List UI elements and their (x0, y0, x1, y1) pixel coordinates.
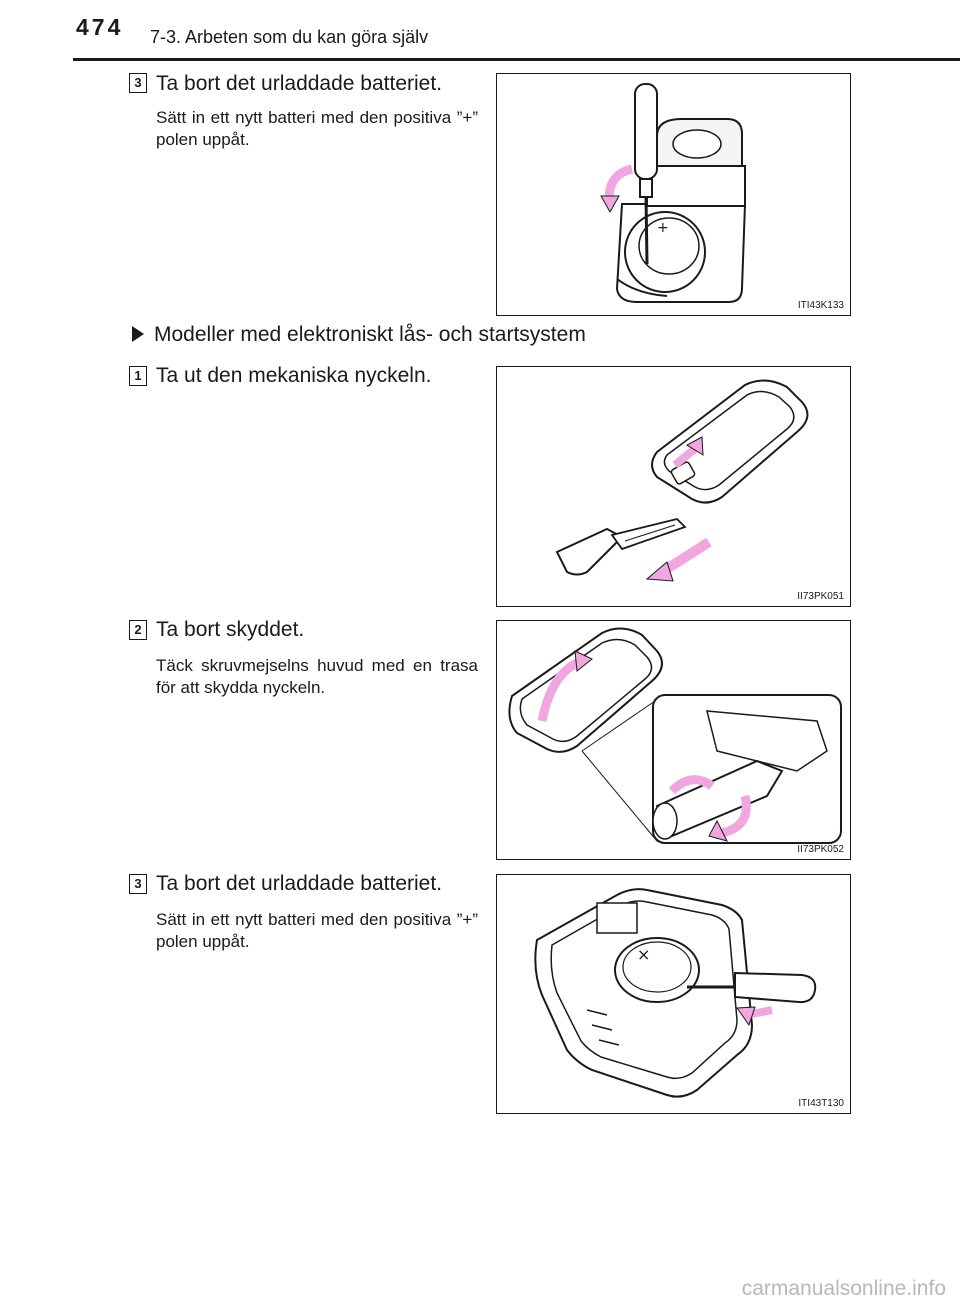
step-number-badge: 1 (129, 366, 147, 386)
section-title: 7-3. Arbeten som du kan göra själv (150, 27, 429, 47)
svg-text:×: × (637, 945, 650, 964)
svg-text:+: + (657, 220, 669, 236)
step-title: Ta bort det urladdade batteriet. (156, 872, 443, 895)
step-number-badge: 2 (129, 620, 147, 640)
figure-code: II73PK051 (797, 591, 844, 602)
page-number: 474 (76, 14, 124, 40)
triangle-bullet-icon (132, 326, 144, 342)
figure-code: II73PK052 (797, 844, 844, 855)
step-note: Sätt in ett nytt batteri med den positiv… (156, 910, 478, 951)
cover-removal-illustration (508, 627, 842, 844)
step-number-badge: 3 (129, 73, 147, 93)
figure-remove-battery-smart-key: × ITI43T130 (496, 874, 851, 1114)
subsection-heading: Modeller med elektroniskt lås- och start… (132, 323, 586, 347)
figure-remove-battery-key: + ITI43K133 (496, 73, 851, 316)
watermark: carmanualsonline.info (741, 1277, 946, 1300)
subsection-title: Modeller med elektroniskt lås- och start… (154, 323, 586, 346)
step-title: Ta bort det urladdade batteriet. (156, 72, 443, 95)
step-title: Ta bort skyddet. (156, 618, 305, 641)
smart-key-battery-illustration: × (534, 888, 817, 1098)
step-title: Ta ut den mekaniska nyckeln. (156, 364, 432, 387)
step-note: Sätt in ett nytt batteri med den positiv… (156, 108, 478, 149)
key-battery-illustration: + (600, 83, 747, 303)
step-number-badge: 3 (129, 874, 147, 894)
figure-code: ITI43K133 (797, 300, 844, 311)
smart-key-illustration (555, 379, 809, 582)
figure-remove-cover: II73PK052 (496, 620, 851, 860)
header-divider (73, 58, 960, 61)
step-note: Täck skruvmejselns huvud med en trasa fö… (156, 656, 478, 697)
figure-code: ITI43T130 (798, 1098, 844, 1109)
figure-remove-mechanical-key: II73PK051 (496, 366, 851, 607)
